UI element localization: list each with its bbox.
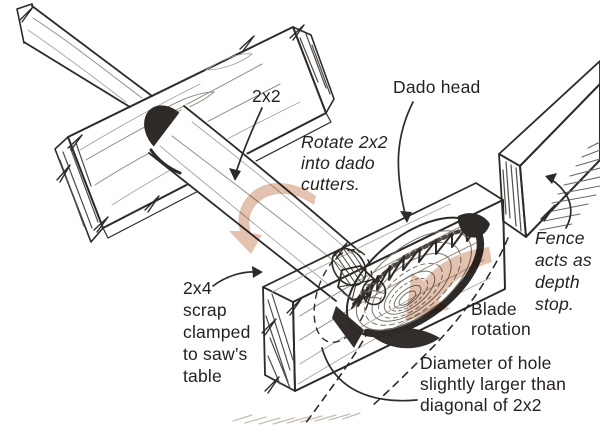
leader-arrowheads [229, 168, 557, 278]
edge-tick-marks-lower [261, 242, 348, 394]
stock-rotation-arrow [229, 182, 316, 254]
note-hole-diameter: Diameter of hole slightly larger than di… [420, 353, 567, 415]
label-blade-rotation: Blade rotation [471, 299, 531, 339]
jig-board-2x4 [54, 26, 335, 243]
leader-fence [548, 177, 572, 229]
fence-face-shading [539, 141, 600, 231]
hole-dashed-outline [313, 248, 373, 344]
note-fence-depth-stop: Fence acts as depth stop. [535, 228, 592, 314]
kerf-dashed-lines [304, 237, 509, 425]
leader-hole-note [321, 347, 418, 402]
edge-tick-marks-upper [56, 24, 305, 233]
label-dado-head: Dado head [393, 77, 481, 97]
squared-2x2-stock [16, 3, 153, 108]
fence [498, 60, 600, 238]
arbor-stub [361, 278, 387, 306]
label-2x2: 2x2 [252, 86, 281, 106]
table-shadow-hatching [232, 412, 361, 425]
note-2x4-scrap: 2x4 scrap clamped to saw’s table [183, 278, 251, 386]
blade-rotation-arrow [405, 247, 492, 321]
leader-dado-head [397, 101, 414, 219]
note-rotate-2x2: Rotate 2x2 into dado cutters. [301, 132, 388, 194]
